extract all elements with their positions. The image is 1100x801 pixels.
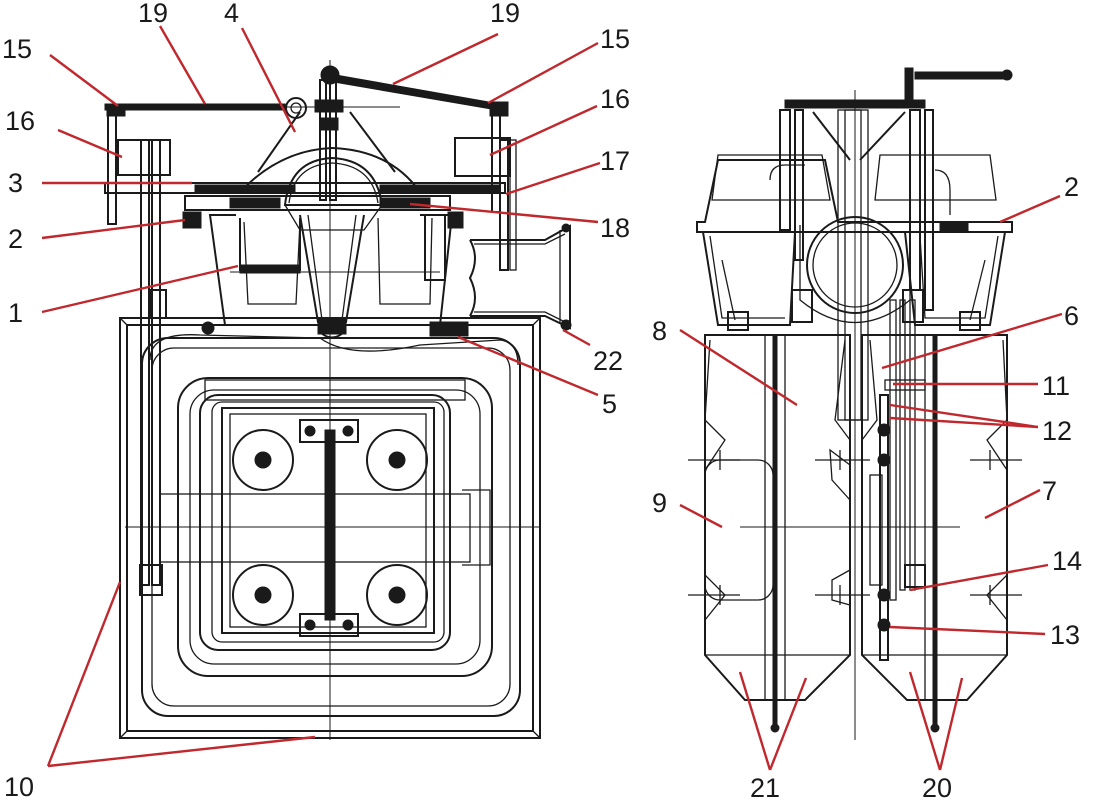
leader-14 (909, 563, 1049, 592)
label-21: 21 (750, 773, 780, 801)
leader-1 (41, 264, 239, 314)
outlet-pipe (468, 223, 572, 331)
leader-4 (240, 27, 297, 133)
leader-12a (889, 403, 1039, 429)
top-linkage (104, 65, 509, 201)
label-18: 18 (600, 213, 630, 243)
label-2-left: 2 (8, 224, 23, 254)
label-4: 4 (224, 0, 239, 28)
bolt-circles (232, 429, 428, 626)
label-5: 5 (602, 389, 617, 419)
leader-16-left (57, 128, 123, 159)
label-19-left: 19 (138, 0, 168, 28)
leader-6 (881, 312, 1063, 370)
leader-15-left (49, 54, 119, 107)
leader-19-right (392, 32, 499, 86)
label-6: 6 (1064, 301, 1079, 331)
label-13: 13 (1050, 620, 1080, 650)
label-10: 10 (4, 772, 34, 801)
reference-marks (688, 450, 1022, 605)
label-3: 3 (8, 168, 23, 198)
flange-plates (104, 182, 506, 281)
label-12: 12 (1042, 416, 1072, 446)
leader-21b (768, 677, 808, 771)
leader-9 (679, 503, 723, 529)
side-view (688, 67, 1022, 740)
label-20: 20 (922, 773, 952, 801)
leader-16-right (489, 104, 598, 157)
leader-20a (908, 671, 942, 771)
label-19-right: 19 (490, 0, 520, 28)
leader-10b (47, 735, 316, 768)
leader-22 (562, 328, 591, 347)
leader-19-left (158, 25, 207, 105)
left-hull (704, 334, 851, 733)
leader-7 (984, 488, 1041, 520)
label-16-right: 16 (600, 84, 630, 114)
label-9: 9 (652, 488, 667, 518)
label-7: 7 (1042, 476, 1057, 506)
leader-15-right (487, 41, 599, 105)
label-15-right: 15 (600, 24, 630, 54)
label-8: 8 (652, 316, 667, 346)
leader-5 (457, 335, 599, 397)
leader-lines (41, 25, 1063, 771)
leader-2-right (999, 194, 1061, 224)
leader-13 (889, 625, 1046, 636)
leader-2-left (41, 218, 186, 240)
leader-18 (409, 202, 599, 224)
leader-17 (505, 161, 601, 196)
label-22: 22 (593, 346, 623, 376)
label-17: 17 (600, 146, 630, 176)
leader-21a (738, 671, 772, 771)
label-1: 1 (8, 298, 23, 328)
leader-8 (679, 328, 798, 407)
label-16-left: 16 (5, 106, 35, 136)
leader-10a (46, 581, 122, 767)
label-14: 14 (1052, 546, 1082, 576)
label-15-left: 15 (2, 34, 32, 64)
front-view (104, 60, 572, 740)
hopper-body (208, 214, 454, 339)
label-2-right: 2 (1064, 172, 1079, 202)
right-hull (861, 299, 1008, 733)
label-11: 11 (1042, 371, 1070, 401)
leader-12b (889, 416, 1039, 429)
leader-20b (938, 677, 964, 771)
